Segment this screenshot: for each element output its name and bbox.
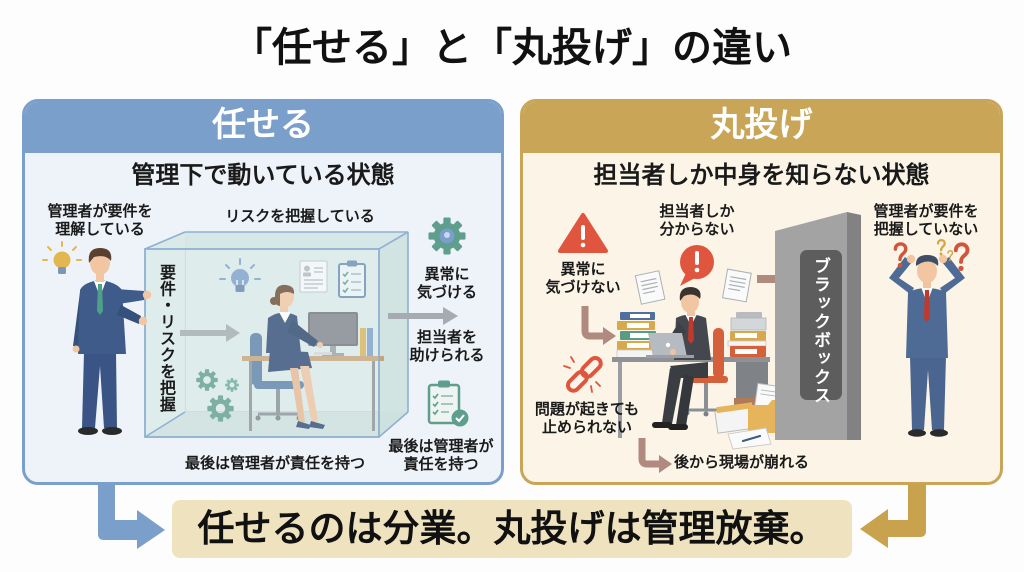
risk-note: リスクを把握している: [225, 207, 375, 225]
panel-subtitle-delegate: 管理下で動いている状態: [131, 161, 395, 189]
accountability-note: 最後は管理者が 責任を持つ: [388, 437, 493, 473]
note-line: 把握していない: [873, 220, 979, 238]
collapse-note: 後から現場が崩れる: [674, 453, 810, 471]
note-line: 止められない: [541, 418, 633, 436]
conclusion-banner: 任せるのは分業。丸投げは管理放棄。: [172, 500, 852, 558]
note-line: 分からない: [659, 220, 735, 238]
handover-vertical-note: 要件・リスクを把握: [157, 264, 176, 413]
note-line: 異常に: [424, 265, 470, 283]
connector-arrow-right: [860, 484, 926, 548]
note-line: 責任を持つ: [403, 455, 479, 473]
manager-understands-note: 管理者が要件を 理解している: [47, 202, 152, 238]
note-line: 異常に: [560, 260, 606, 278]
unstoppable-note: 問題が起きても 止められない: [535, 400, 639, 436]
note-line: 助けられる: [409, 346, 485, 364]
note-line: 気づけない: [545, 278, 621, 296]
note-line: 管理者が要件を: [873, 202, 979, 220]
support-assignee-note: 担当者を 助けられる: [409, 328, 484, 364]
note-line: 担当者しか: [659, 202, 735, 220]
page-title: 「任せる」と「丸投げ」の違い: [232, 25, 792, 71]
note-line: 理解している: [55, 220, 145, 238]
panel-header-delegate: 任せる: [25, 102, 501, 153]
bottom-accountability-note: 最後は管理者が責任を持つ: [184, 454, 366, 472]
note-line: 担当者を: [416, 328, 478, 346]
panel-subtitle-dump: 担当者しか中身を知らない状態: [593, 161, 930, 189]
black-box-label: ブラックボックス: [810, 257, 830, 405]
note-line: 問題が起きても: [534, 400, 640, 418]
panel-header-dump: 丸投げ: [523, 102, 1000, 153]
note-line: 管理者が要件を: [47, 202, 153, 220]
assignee-only-note: 担当者しか 分からない: [659, 202, 734, 238]
note-line: 最後は管理者が: [388, 437, 494, 455]
anomaly-missed-note: 異常に 気づけない: [545, 260, 620, 296]
connector-arrow-left: [98, 484, 165, 549]
note-line: 気づける: [416, 283, 478, 301]
anomaly-detected-note: 異常に 気づける: [417, 265, 477, 301]
manager-unaware-note: 管理者が要件を 把握していない: [873, 202, 978, 238]
